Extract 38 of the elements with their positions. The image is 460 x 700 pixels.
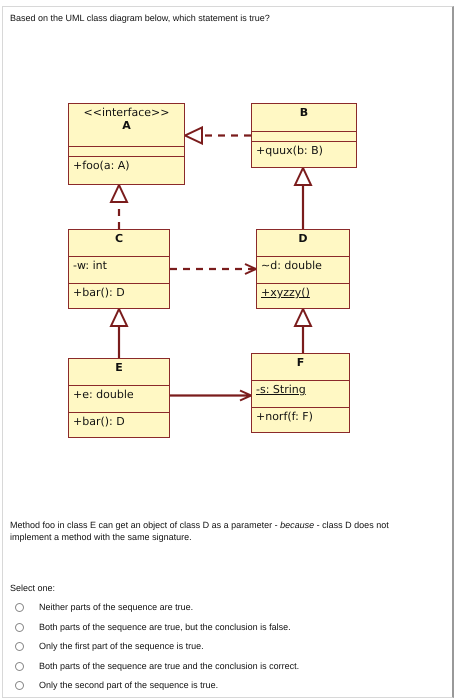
attribute-text: -s: String — [256, 383, 307, 396]
arrow — [110, 308, 128, 358]
question-title: Based on the UML class diagram below, which statement is true? — [10, 12, 270, 24]
dashed-arrow — [184, 126, 251, 144]
class-box — [68, 229, 170, 309]
option-text: Only the second part of the sequence is true. — [39, 679, 218, 692]
method-text: +bar(): D — [73, 415, 126, 428]
method-text: +norf(f: F) — [256, 410, 314, 423]
class-name: D — [297, 232, 309, 245]
option-text: Only the first part of the sequence is true. — [39, 640, 204, 652]
class-box — [68, 358, 170, 438]
attribute-text: -w: int — [73, 259, 108, 272]
arrow — [170, 390, 252, 402]
class-name: B — [298, 106, 310, 119]
class-name: A — [121, 119, 132, 132]
class-name: E — [114, 361, 124, 374]
class-name: C — [114, 232, 124, 245]
class-box — [251, 103, 357, 168]
statement-text: Method foo in class E can get an object of class D as a parameter - because - class D does not implement a method with the same signature. — [10, 519, 390, 544]
method-text: +quux(b: B) — [256, 144, 324, 157]
option-text: Neither parts of the sequence are true. — [39, 601, 194, 614]
arrow — [294, 167, 312, 229]
method-text: +bar(): D — [73, 286, 126, 299]
dashed-arrow — [170, 263, 257, 275]
method-text: +xyzzy() — [261, 286, 311, 299]
class-box — [68, 103, 185, 185]
prompt-text: Select one: — [10, 582, 56, 594]
option-text: Both parts of the sequence are true, but the conclusion is false. — [39, 620, 291, 633]
class-box — [251, 353, 350, 433]
arrow — [294, 308, 312, 353]
attribute-text: +e: double — [73, 388, 135, 401]
method-text: +foo(a: A) — [73, 159, 131, 172]
stereotype-label: <<interface>> — [82, 106, 170, 119]
dashed-arrow — [110, 184, 128, 229]
attribute-text: ~d: double — [261, 259, 323, 272]
class-name: F — [296, 356, 306, 369]
class-box — [256, 229, 350, 309]
option-text: Both parts of the sequence are true and the conclusion is correct. — [39, 660, 300, 672]
